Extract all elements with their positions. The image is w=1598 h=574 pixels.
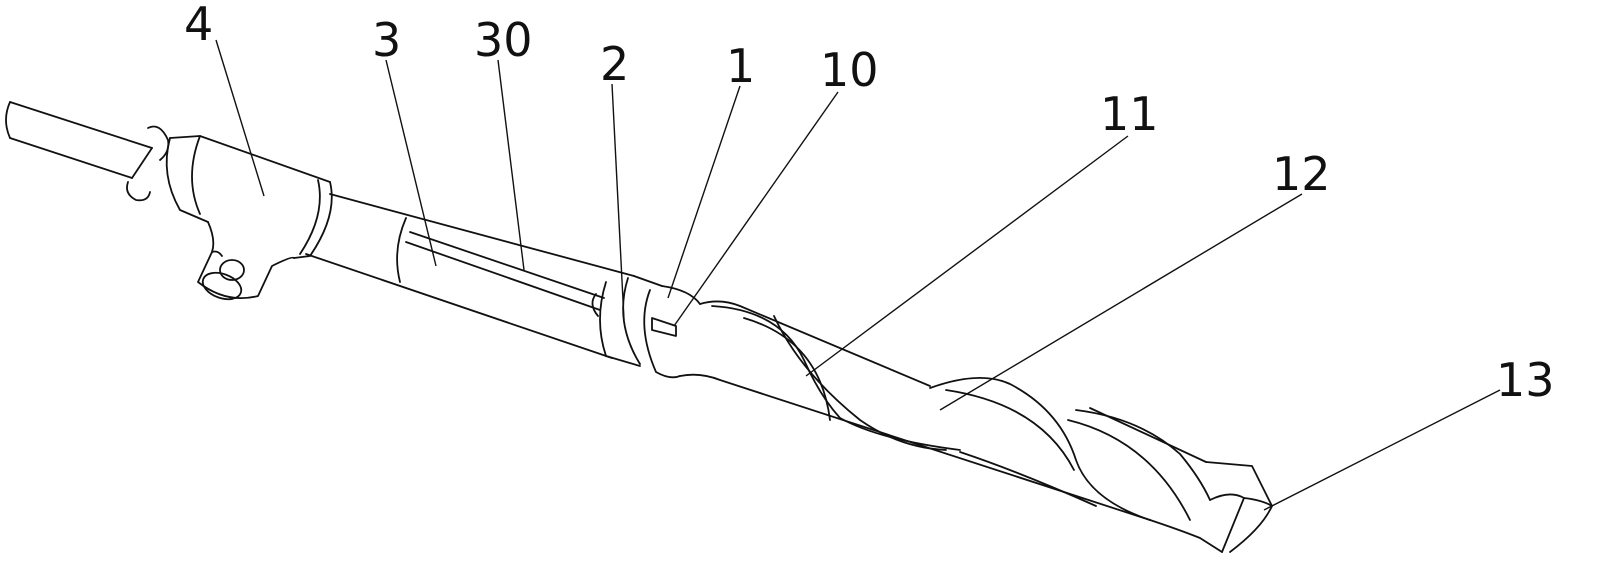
leader-1 <box>667 85 741 299</box>
callout-4: 4 <box>184 0 213 51</box>
leader-10 <box>673 91 839 327</box>
leader-12 <box>939 193 1303 411</box>
leader-11 <box>805 135 1129 377</box>
leader-30 <box>497 59 525 271</box>
leader-lines <box>215 39 1501 511</box>
leader-13 <box>1263 389 1501 511</box>
callout-10: 10 <box>820 43 879 97</box>
leader-4 <box>215 39 265 197</box>
callout-13: 13 <box>1496 353 1555 407</box>
collar <box>599 275 701 379</box>
callout-2: 2 <box>600 37 629 91</box>
leader-2 <box>611 83 625 321</box>
sleeve-tube <box>305 193 635 359</box>
callout-labels: 4 3 30 2 1 10 11 12 13 <box>184 0 1555 407</box>
leader-3 <box>385 59 437 267</box>
drill-tip <box>1149 461 1273 553</box>
callout-12: 12 <box>1272 147 1331 201</box>
handle-body <box>165 135 333 301</box>
callout-3: 3 <box>372 13 401 67</box>
callout-1: 1 <box>726 39 755 93</box>
callout-30: 30 <box>474 13 533 67</box>
drill-flutes <box>679 300 1211 521</box>
callout-11: 11 <box>1100 87 1159 141</box>
shank <box>5 101 170 202</box>
